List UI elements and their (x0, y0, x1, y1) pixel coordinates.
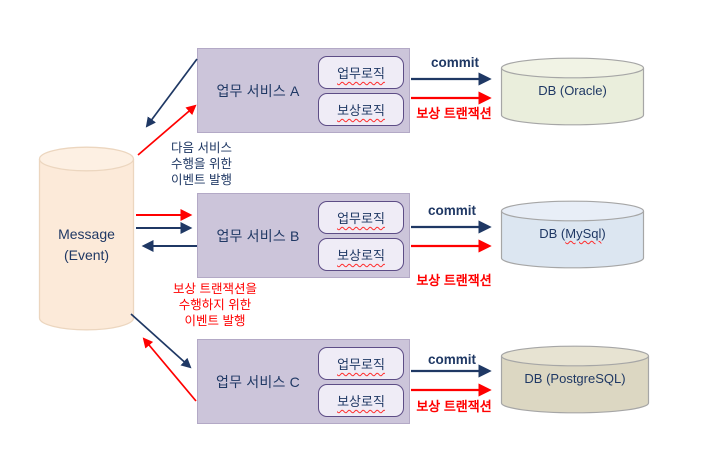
db-mysql-label-prefix: DB ( (539, 226, 566, 241)
compensation-tx-label-b: 보상 트랜잭션 (416, 273, 492, 288)
message-store-label: Message (Event) (38, 224, 135, 266)
business-logic-box-b: 업무로직 (318, 201, 404, 234)
commit-label-a: commit (430, 55, 479, 70)
compensation-tx-label-c: 보상 트랜잭션 (416, 399, 492, 414)
annotation-line: 이벤트 발행 (171, 173, 232, 187)
db-oracle-label: DB (Oracle) (538, 83, 607, 98)
compensation-event-annotation: 보상 트랜잭션을 수행하지 위한 이벤트 발행 (158, 281, 272, 329)
compensation-logic-box-b: 보상로직 (318, 238, 404, 271)
cylinder-shape (500, 200, 645, 269)
event-arrow-c-to-message (142, 337, 197, 402)
annotation-line: 수행하지 위한 (178, 298, 252, 312)
business-logic-box-c: 업무로직 (318, 347, 404, 380)
cylinder-shape (38, 146, 135, 331)
db-postgresql-label: DB (PostgreSQL) (524, 371, 626, 386)
business-logic-label-b: 업무로직 (337, 211, 385, 226)
compensation-tx-label-a: 보상 트랜잭션 (416, 106, 492, 121)
business-logic-box-a: 업무로직 (318, 56, 404, 89)
compensation-logic-label-c: 보상로직 (337, 394, 385, 409)
db-cylinder-mysql: DB (MySql) (500, 200, 645, 270)
annotation-line: 수행을 위한 (171, 157, 232, 171)
commit-label-b: commit (427, 203, 476, 218)
cylinder-shape (500, 57, 645, 126)
annotation-line: 다음 서비스 (171, 141, 232, 155)
annotation-line: 이벤트 발행 (184, 314, 246, 328)
business-logic-label-c: 업무로직 (337, 357, 385, 372)
commit-label-c: commit (427, 352, 476, 367)
service-box-c: 업무 서비스 C 업무로직 보상로직 (197, 339, 410, 424)
compensation-logic-label-b: 보상로직 (337, 248, 385, 263)
compensation-logic-label-a: 보상로직 (337, 103, 385, 118)
message-store-line1: Message (58, 226, 115, 242)
compensation-logic-box-a: 보상로직 (318, 93, 404, 126)
service-box-b: 업무 서비스 B 업무로직 보상로직 (197, 193, 410, 278)
service-a-name: 업무 서비스 A (216, 82, 300, 99)
message-store-line2: (Event) (63, 247, 110, 263)
db-mysql-label-word: MySql (565, 226, 602, 241)
service-box-a: 업무 서비스 A 업무로직 보상로직 (197, 48, 410, 133)
annotation-line: 보상 트랜잭션을 (173, 282, 257, 296)
service-c-name: 업무 서비스 C (216, 373, 300, 390)
message-store-cylinder: Message (Event) (38, 146, 135, 332)
cylinder-shape (500, 345, 650, 414)
service-b-name: 업무 서비스 B (216, 227, 300, 244)
db-cylinder-oracle: DB (Oracle) (500, 57, 645, 127)
db-cylinder-postgresql: DB (PostgreSQL) (500, 345, 650, 415)
compensation-logic-box-c: 보상로직 (318, 384, 404, 417)
next-event-annotation: 다음 서비스 수행을 위한 이벤트 발행 (171, 140, 232, 188)
db-mysql-label-suffix: ) (601, 226, 606, 241)
event-arrow-a-to-message (145, 58, 198, 128)
business-logic-label-a: 업무로직 (337, 66, 385, 81)
db-mysql-label: DB (MySql) (500, 226, 645, 241)
